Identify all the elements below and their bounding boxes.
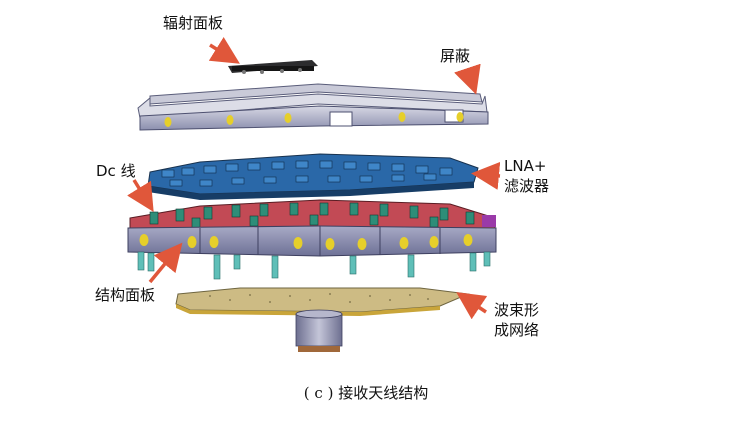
lna-filter-board [147, 153, 479, 200]
arrow-radiating-panel [208, 36, 240, 64]
label-shield: 屏蔽 [440, 47, 471, 65]
arrow-shield [454, 63, 481, 95]
label-structural-panel: 结构面板 [95, 286, 156, 304]
shield-frame [137, 83, 489, 131]
arrow-structural-panel [148, 242, 183, 284]
label-beamforming-line1: 波束形 [494, 301, 540, 319]
figure-caption: ( c ) 接收天线结构 [303, 384, 429, 402]
arrow-dc-line [127, 179, 154, 212]
label-lna-filter-line1: LNA+ [504, 157, 547, 175]
radiating-panel [228, 60, 318, 74]
label-beamforming-line2: 成网络 [494, 321, 540, 339]
label-dc-line: Dc 线 [96, 162, 136, 180]
label-lna-filter-line2: 滤波器 [504, 177, 550, 195]
structural-panel [127, 199, 497, 257]
label-beamforming-network: 波束形 成网络 [494, 300, 539, 340]
support-rods [137, 251, 491, 280]
annotation-arrows [127, 36, 501, 320]
arrow-beamforming [456, 292, 488, 320]
arrow-lna-filter [471, 161, 501, 190]
label-radiating-panel: 辐射面板 [163, 14, 224, 32]
beamforming-network [175, 287, 470, 352]
label-lna-filter: LNA+ 滤波器 [504, 156, 549, 196]
